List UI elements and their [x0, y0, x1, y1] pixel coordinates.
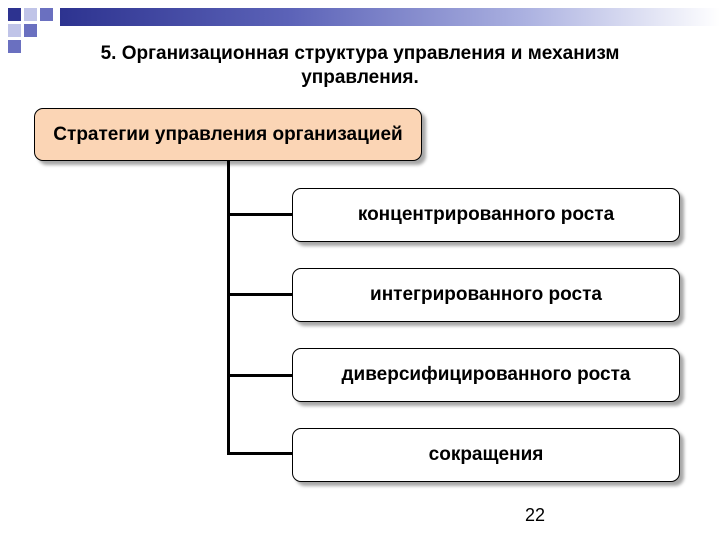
child-node-diversified-growth: диверсифицированного роста — [292, 348, 680, 402]
page-number: 22 — [524, 505, 546, 525]
decor-square — [8, 8, 21, 21]
child-node-integrated-growth: интегрированного роста — [292, 268, 680, 322]
slide-title: 5. Организационная структура управления … — [100, 43, 620, 88]
decor-square — [40, 8, 53, 21]
child-node-concentrated-growth: концентрированного роста — [292, 188, 680, 242]
child-node-reduction: сокращения — [292, 428, 680, 482]
header-gradient-bar — [60, 8, 720, 26]
child-node-label: диверсифицированного роста — [341, 364, 631, 385]
decor-square — [8, 40, 21, 53]
root-node-label: Стратегии управления организацией — [53, 123, 403, 145]
child-node-label: сокращения — [428, 444, 544, 465]
child-node-label: интегрированного роста — [370, 284, 602, 305]
connector-trunk — [227, 161, 230, 454]
root-node-strategies: Стратегии управления организацией — [34, 108, 422, 161]
decor-square — [8, 24, 21, 37]
connector-branch — [227, 293, 292, 296]
connector-branch — [227, 452, 292, 455]
decor-square — [24, 8, 37, 21]
connector-branch — [227, 374, 292, 377]
decor-square — [24, 24, 37, 37]
child-node-label: концентрированного роста — [357, 204, 615, 225]
connector-branch — [227, 213, 292, 216]
